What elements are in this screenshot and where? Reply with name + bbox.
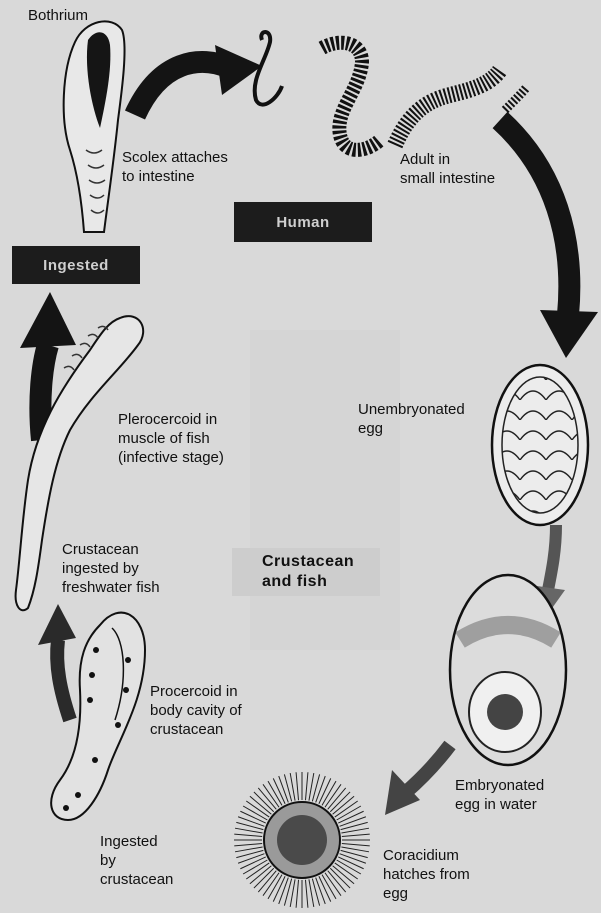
scolex-label: Scolex attaches to intestine: [122, 148, 228, 186]
coracidium-cilium: [341, 822, 368, 829]
coracidium-cilium: [238, 817, 264, 827]
coracidium-cilium: [341, 847, 369, 852]
adult-tapeworm-drawing: [255, 32, 526, 150]
arrow-adult-to-egg: [500, 120, 598, 358]
crustacean-and-fish-box: Crustacean and fish: [240, 550, 380, 594]
coracidium-cilium: [341, 828, 369, 833]
coracidium-cilium: [296, 772, 298, 800]
human-host-box: Human: [234, 202, 372, 242]
coracidium-cilium: [279, 776, 289, 802]
bothrium-label: Bothrium: [28, 6, 88, 25]
arrow-procercoid-to-fish: [38, 604, 76, 720]
coracidium-cilium: [235, 847, 263, 852]
embryonated-egg-drawing: [450, 575, 566, 765]
coracidium-cilium: [342, 843, 370, 845]
procercoid-label: Procercoid in body cavity of crustacean: [150, 682, 242, 739]
ingested-box: Ingested: [12, 246, 140, 284]
adult-label: Adult in small intestine: [400, 150, 495, 188]
coracidium-cilium: [312, 774, 319, 801]
crustacean-ingested-label: Crustacean ingested by freshwater fish: [62, 540, 160, 597]
coracidium-cilium: [284, 774, 291, 801]
embryonated-egg-label: Embryonated egg in water: [455, 776, 544, 814]
coracidium-cilium: [341, 850, 368, 857]
arrow-scolex-to-adult: [135, 45, 262, 115]
coracidium-cilium: [309, 773, 314, 801]
coracidium-cilium: [236, 822, 263, 829]
coracidium-cilium: [342, 834, 370, 836]
coracidium-cilium: [305, 880, 307, 908]
scolex-drawing: [64, 21, 125, 232]
coracidium-cilium: [234, 843, 262, 845]
arrow-embryonated-to-coracidium: [385, 745, 450, 815]
coracidium-drawing: [234, 772, 370, 908]
coracidium-label: Coracidium hatches from egg: [383, 846, 470, 903]
coracidium-cilium: [290, 879, 295, 907]
coracidium-cilium: [284, 879, 291, 906]
unembryonated-egg-drawing: [492, 365, 588, 525]
ingested-by-crustacean-label: Ingested by crustacean: [100, 832, 173, 889]
coracidium-cilium: [305, 772, 307, 800]
coracidium-cilium: [312, 879, 319, 906]
coracidium-cilium: [238, 854, 264, 864]
coracidium-cilium: [296, 880, 298, 908]
coracidium-cilium: [235, 828, 263, 833]
coracidium-cilium: [290, 773, 295, 801]
coracidium-cilium: [309, 879, 314, 907]
coracidium-cilium: [316, 776, 326, 802]
plerocercoid-label: Plerocercoid in muscle of fish (infectiv…: [118, 410, 224, 467]
coracidium-cilium: [279, 878, 289, 904]
coracidium-cilium: [316, 878, 326, 904]
coracidium-cilium: [340, 854, 366, 864]
unembryonated-egg-label: Unembryonated egg: [358, 400, 465, 438]
coracidium-cilium: [340, 817, 366, 827]
coracidium-cilium: [236, 850, 263, 857]
coracidium-cilium: [234, 834, 262, 836]
